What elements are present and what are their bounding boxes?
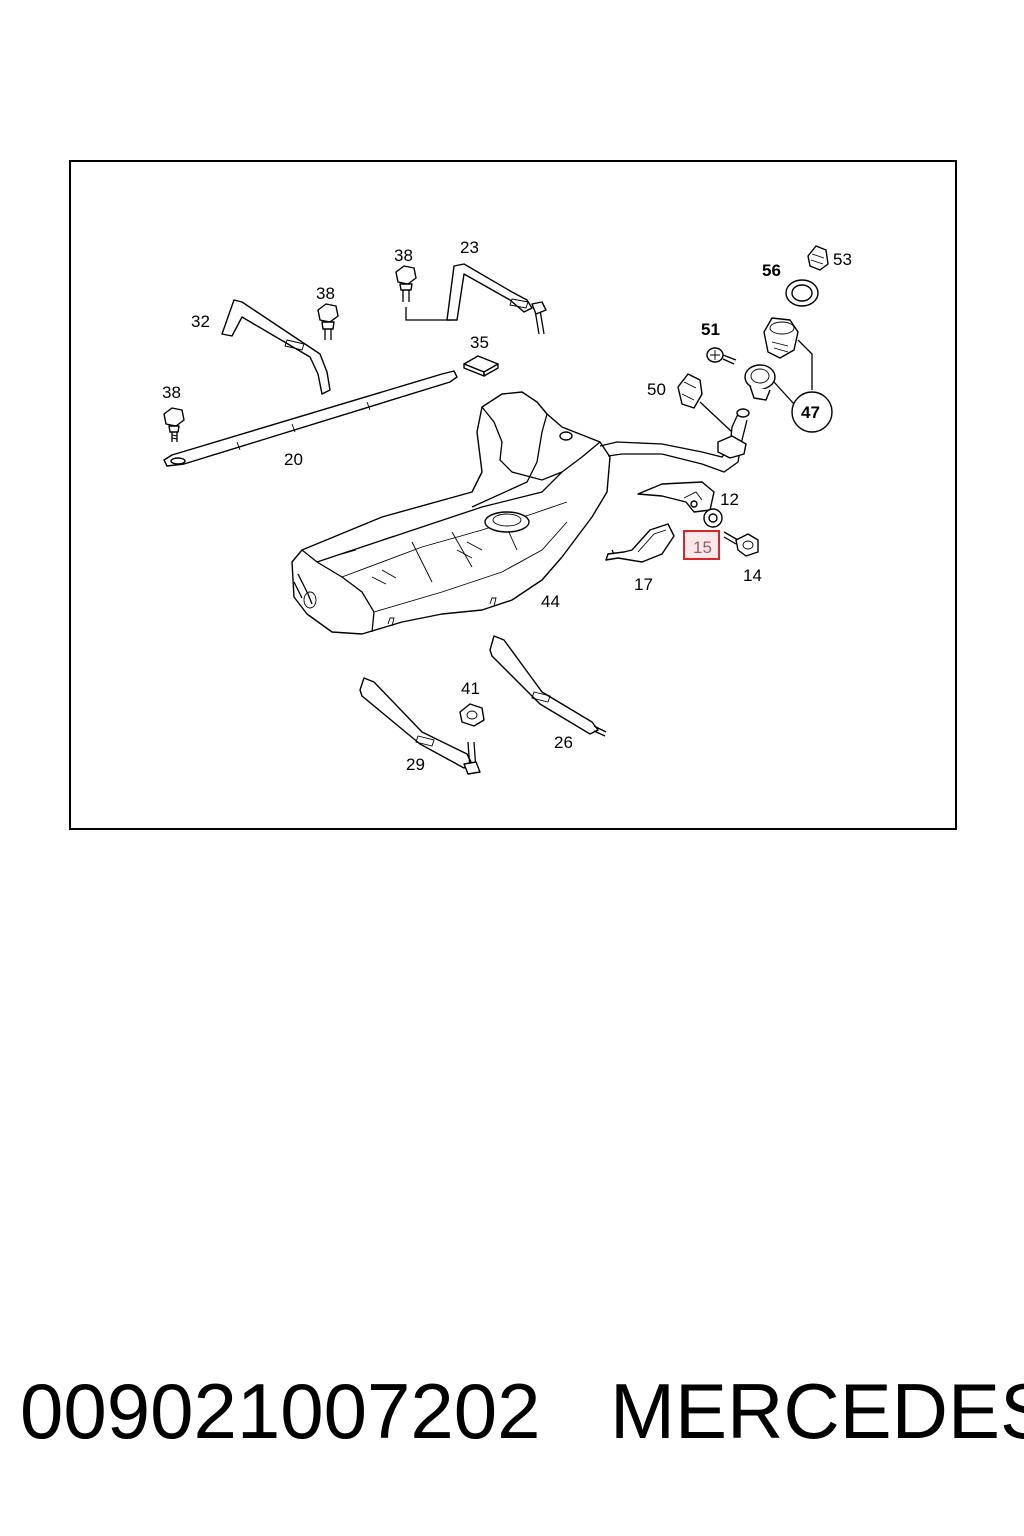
callout-32[interactable]: 32: [191, 312, 210, 331]
part-12-heat-shield[interactable]: [637, 481, 715, 513]
callout-23[interactable]: 23: [460, 238, 479, 257]
part-filler-neck-upper[interactable]: [763, 317, 799, 359]
part-14-bolt[interactable]: [723, 531, 759, 557]
part-41-nut[interactable]: [459, 703, 485, 727]
part-17-cable-tie[interactable]: [605, 523, 675, 563]
callout-38-middle[interactable]: 38: [316, 284, 335, 303]
part-51-screw[interactable]: [706, 347, 737, 365]
filler-pipe[interactable]: [599, 408, 750, 473]
callout-41[interactable]: 41: [461, 679, 480, 698]
callout-38-left[interactable]: 38: [162, 383, 181, 402]
callout-47-circle[interactable]: [791, 391, 833, 433]
callout-56[interactable]: 56: [762, 261, 781, 280]
callout-50[interactable]: 50: [647, 380, 666, 399]
callout-53[interactable]: 53: [833, 250, 852, 269]
callout-38-top[interactable]: 38: [394, 246, 413, 265]
callout-29[interactable]: 29: [406, 755, 425, 774]
part-44-fuel-tank[interactable]: [291, 391, 611, 635]
part-15-washer[interactable]: [703, 508, 723, 528]
part-50-rubber-mount[interactable]: [677, 373, 733, 433]
leader-47: [773, 339, 813, 405]
part-53-cap[interactable]: [807, 245, 829, 271]
part-23-bracket[interactable]: [446, 263, 547, 335]
part-32-bracket[interactable]: [221, 299, 331, 395]
callout-44[interactable]: 44: [541, 592, 560, 611]
part-35-rubber-pad[interactable]: [463, 355, 499, 377]
part-number: 009021007202: [20, 1367, 541, 1455]
highlight-box-15[interactable]: [683, 530, 720, 560]
part-26-lower-strap[interactable]: [489, 635, 607, 737]
callout-35[interactable]: 35: [470, 333, 489, 352]
part-29-lower-strap[interactable]: [359, 677, 481, 775]
callout-47[interactable]: 47: [801, 403, 820, 422]
callout-17[interactable]: 17: [634, 575, 653, 594]
fuel-tank-exploded-diagram: 12 14 15 17 20 23 26 29 32 35 38 38 38 4…: [162, 238, 852, 775]
callout-15[interactable]: 15: [693, 538, 712, 557]
brand-name: MERCEDES: [610, 1367, 1024, 1455]
part-filler-neck-lower[interactable]: [744, 364, 776, 401]
part-38-bolt-top[interactable]: [395, 265, 417, 302]
callout-20[interactable]: 20: [284, 450, 303, 469]
callout-12[interactable]: 12: [720, 490, 739, 509]
callout-51[interactable]: 51: [701, 320, 720, 339]
callout-14[interactable]: 14: [743, 566, 762, 585]
part-38-bolt-left[interactable]: [163, 407, 185, 442]
part-20-tension-strap[interactable]: [163, 370, 458, 467]
parts-diagram-frame: 12 14 15 17 20 23 26 29 32 35 38 38 38 4…: [69, 160, 957, 830]
part-38-bolt-middle[interactable]: [317, 303, 339, 340]
leader-38-23: [405, 307, 451, 321]
callout-26[interactable]: 26: [554, 733, 573, 752]
part-56-seal-ring[interactable]: [785, 279, 819, 307]
